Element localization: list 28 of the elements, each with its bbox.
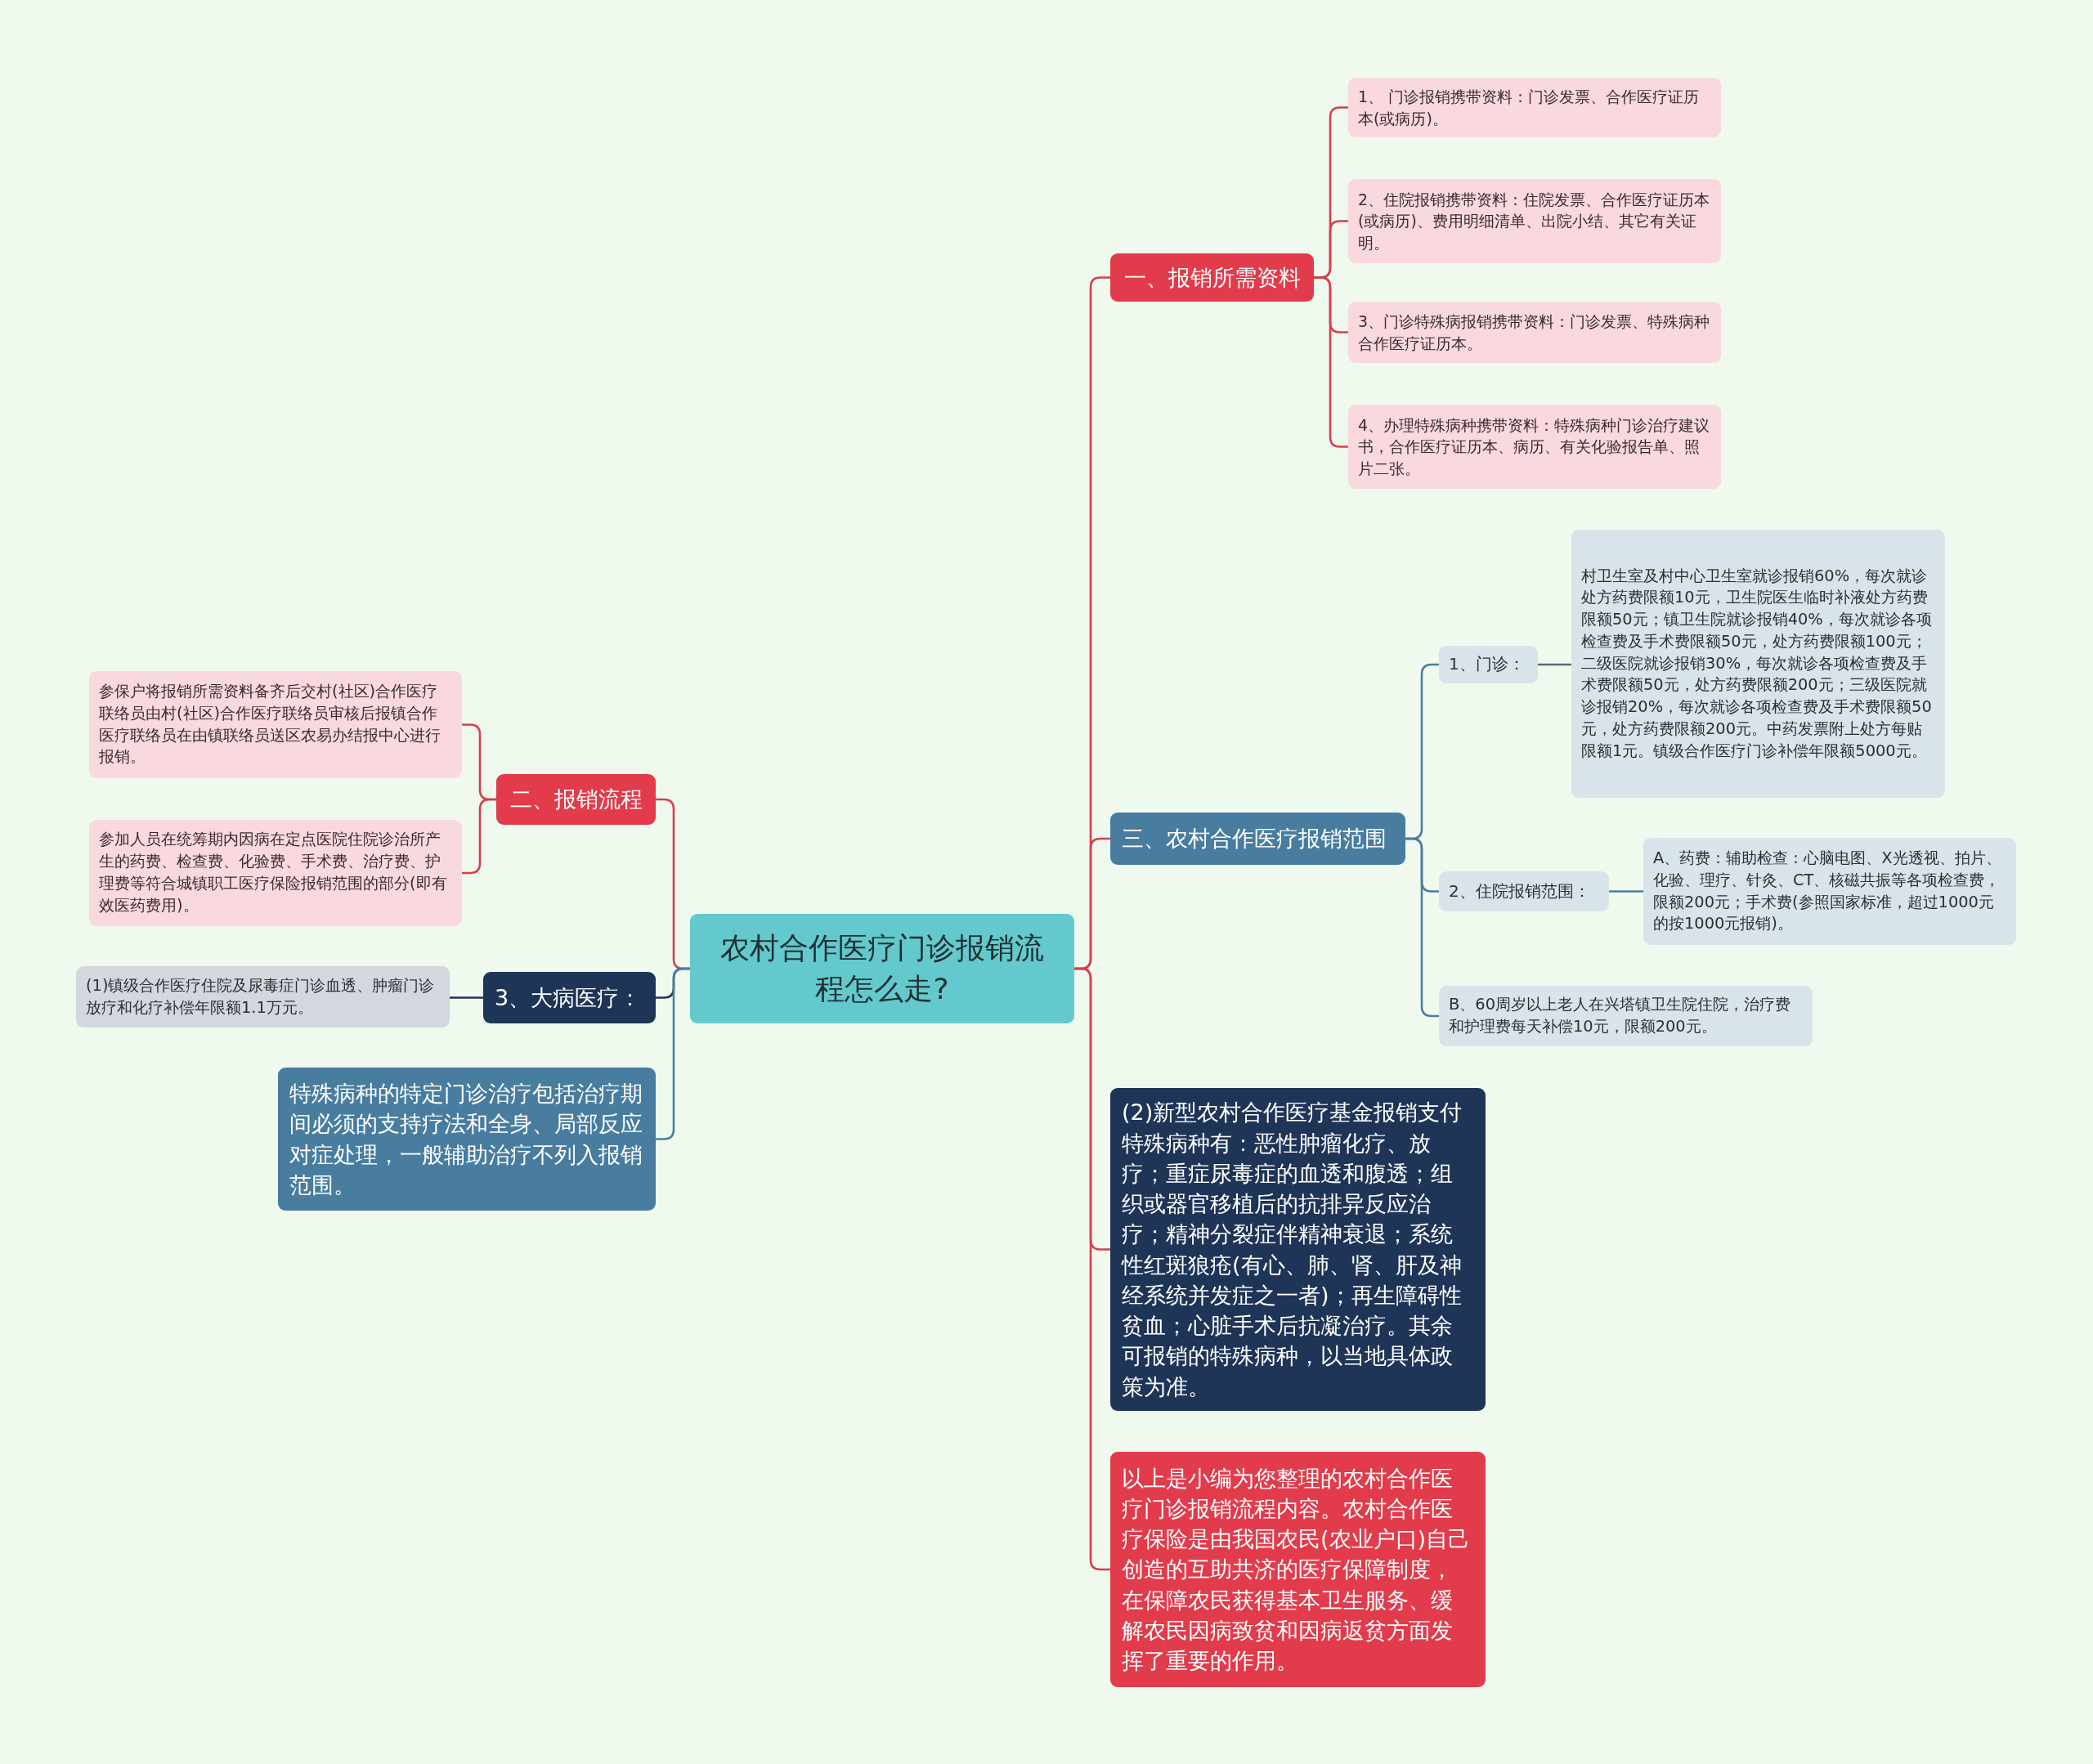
connector-line xyxy=(462,798,496,875)
connector-line xyxy=(1405,837,1439,1018)
branch-box: (2)新型农村合作医疗基金报销支付特殊病种有：恶性肿瘤化疗、放疗；重症尿毒症的血透和腹透；组织或器官移植后的抗排异反应治疗；精神分裂症伴精神衰退；系统性红斑狼疮(有心、肺、肾、肝及神经系统并发症之一者)；再生障碍性贫血；心脏手术后抗凝治疗。其余可报销的特殊病种，以当地具体政策为准。 xyxy=(1110,1088,1486,1411)
text-box: 参保户将报销所需资料备齐后交村(社区)合作医疗联络员由村(社区)合作医疗联络员审核后报镇合作医疗联络员在由镇联络员送区农易办结报中心进行报销。 xyxy=(89,671,462,778)
text-box: B、60周岁以上老人在兴塔镇卫生院住院，治疗费和护理费每天补偿10元，限额200元。 xyxy=(1439,986,1813,1046)
text-box: 村卫生室及村中心卫生室就诊报销60%，每次就诊处方药费限额10元，卫生院医生临时补液处方药费限额50元；镇卫生院就诊报销40%，每次就诊各项检查费及手术费限额50元，处方药费限额100元；二级医院就诊报销30%，每次就诊各项检查费及手术费限额50元，处方药费限额200元；三级医院就诊报销20%，每次就诊各项检查费及手术费限额50元，处方药费限额200元。中药发票附上处方每贴限额1元。镇级合作医疗门诊补偿年限额5000元。 xyxy=(1571,530,1945,798)
connector-line xyxy=(450,996,483,999)
text-box: (1)镇级合作医疗住院及尿毒症门诊血透、肿瘤门诊放疗和化疗补偿年限额1.1万元。 xyxy=(76,966,450,1028)
branch-box: 二、报销流程 xyxy=(496,774,656,825)
text-box: 1、 门诊报销携带资料：门诊发票、合作医疗证历本(或病历)。 xyxy=(1348,78,1721,137)
text-box: 参加人员在统筹期内因病在定点医院住院诊治所产生的药费、检查费、化验费、手术费、治疗费、护理费等符合城镇职工医疗保险报销范围的部分(即有效医药费用)。 xyxy=(89,820,462,926)
branch-box: 1、门诊： xyxy=(1439,646,1538,683)
text-box: 以上是小编为您整理的农村合作医疗门诊报销流程内容。农村合作医疗保险是由我国农民(农业户口)自己创造的互助共济的医疗保障制度，在保障农民获得基本卫生服务、缓解农民因病致贫和因病返贫方面发挥了重要的作用。 xyxy=(1110,1452,1486,1687)
text-box: A、药费：辅助检查：心脑电图、X光透视、拍片、化验、理疗、针灸、CT、核磁共振等各项检查费，限额200元；手术费(参照国家标准，超过1000元的按1000元报销)。 xyxy=(1643,838,2016,945)
branch-box: 3、大病医疗： xyxy=(483,972,656,1023)
branch-box: 特殊病种的特定门诊治疗包括治疗期间必须的支持疗法和全身、局部反应对症处理，一般辅助治疗不列入报销范围。 xyxy=(278,1068,656,1211)
connector-line xyxy=(656,967,690,1140)
connector-line xyxy=(1609,890,1643,893)
connector-line xyxy=(1314,276,1348,448)
connector-line xyxy=(1074,967,1110,1571)
text-box: 3、门诊特殊病报销携带资料：门诊发票、特殊病种合作医疗证历本。 xyxy=(1348,302,1721,363)
text-box: 2、住院报销携带资料：住院发票、合作医疗证历本(或病历)、费用明细清单、出院小结、其它有关证明。 xyxy=(1348,179,1721,263)
connector-line xyxy=(1538,663,1571,666)
branch-box: 2、住院报销范围： xyxy=(1439,871,1609,911)
text-box: 4、办理特殊病种携带资料：特殊病种门诊治疗建议书，合作医疗证历本、病历、有关化验报告单、照片二张。 xyxy=(1348,405,1721,489)
branch-box: 一、报销所需资料 xyxy=(1110,253,1314,302)
branch-box: 三、农村合作医疗报销范围 xyxy=(1110,813,1405,865)
topic-box: 农村合作医疗门诊报销流程怎么走? xyxy=(690,914,1074,1023)
